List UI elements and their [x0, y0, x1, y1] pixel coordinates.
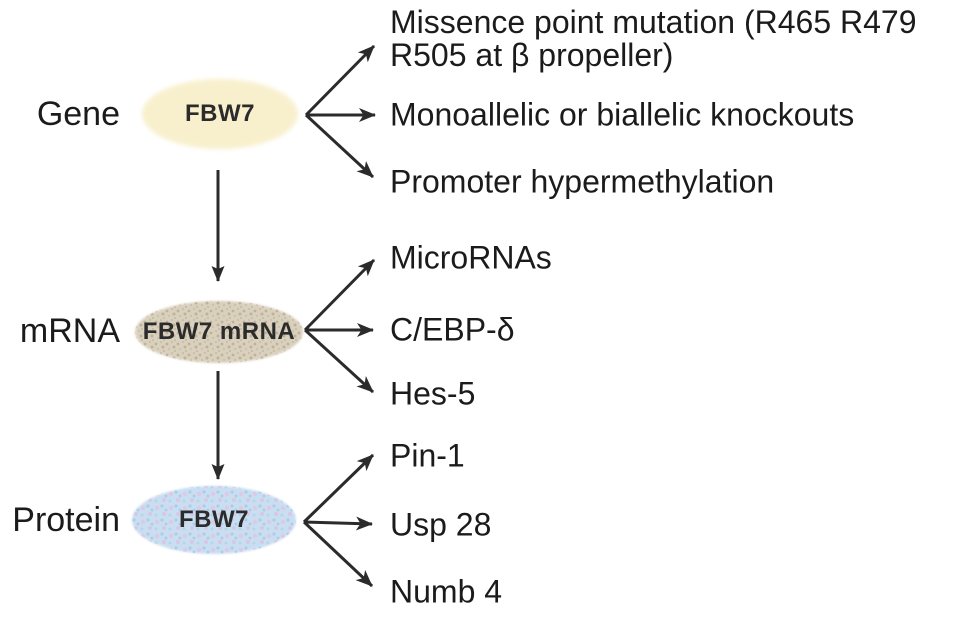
- mrna-branch-2-text: C/EBP-δ: [390, 311, 515, 348]
- mrna-node-speckle: [135, 301, 303, 363]
- gene-branch-3-arrow: [304, 113, 375, 179]
- gene-branch-3-text: Promoter hypermethylation: [390, 163, 775, 200]
- mrna-branch-1-text: MicroRNAs: [390, 239, 552, 276]
- level-label-mrna: mRNA: [19, 312, 120, 350]
- mrna-node-label: FBW7 mRNA: [142, 318, 296, 345]
- mrna-branch-3-arrow: [303, 328, 375, 394]
- mrna-branch-1-arrow: [303, 258, 376, 332]
- level-label-gene: Gene: [36, 95, 120, 133]
- level-label-protein: Protein: [12, 501, 120, 539]
- protein-branch-3-arrow: [302, 520, 374, 588]
- gene-node-ellipse: [142, 79, 298, 149]
- protein-branch-3-text: Numb 4: [390, 573, 503, 610]
- protein-node-speckle: [132, 486, 296, 554]
- protein-branch-1-arrow: [302, 453, 375, 524]
- gene-branch-2-text: Monoallelic or biallelic knockouts: [390, 96, 855, 133]
- protein-branch-2-arrow: [303, 516, 373, 531]
- gene-branch-1-text: Missence point mutation (R465 R479 R505 …: [390, 4, 917, 73]
- mrna-branch-3-text: Hes-5: [390, 375, 476, 412]
- protein-node-label: FBW7: [179, 506, 249, 533]
- gene-branch-1-arrow: [304, 44, 376, 117]
- protein-branch-1-text: Pin-1: [390, 437, 465, 474]
- gene-node-label: FBW7: [185, 100, 255, 127]
- protein-branch-2-text: Usp 28: [390, 506, 492, 543]
